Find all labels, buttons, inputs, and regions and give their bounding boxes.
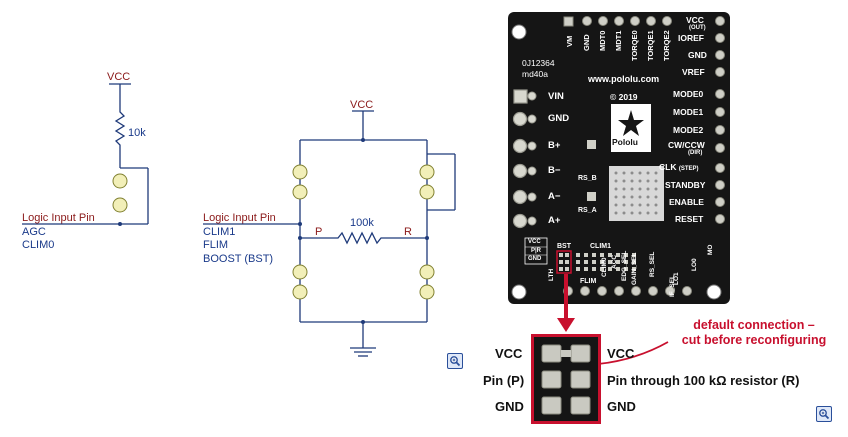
default-connection-note: default connection – cut before reconfig… xyxy=(666,318,842,348)
board-id: 0J12364 xyxy=(522,58,555,68)
pin-label-clim0: CLIM0 xyxy=(601,257,608,278)
pin-label-aplus: A+ xyxy=(548,215,561,226)
board-logo-text: Pololu xyxy=(612,137,638,147)
detail-right-gnd: GND xyxy=(607,399,636,414)
pin-label-bminus: B− xyxy=(548,165,561,176)
pin-label-cwccw: CW/CCW xyxy=(668,140,705,150)
legend-vcc: VCC xyxy=(528,239,541,245)
pin-label-acc: ACC xyxy=(611,254,618,269)
bridge-pin-flim: FLIM xyxy=(203,239,229,251)
label-clim1: CLIM1 xyxy=(590,243,611,250)
board-url: www.pololu.com xyxy=(588,74,660,84)
pin-label-ioref: IOREF xyxy=(678,33,704,43)
zoom-icon[interactable] xyxy=(447,353,463,369)
jumper-detail xyxy=(531,334,601,424)
pin-label-bplus: B+ xyxy=(548,140,561,151)
pin-label-mdt1: MDT1 xyxy=(614,30,623,51)
bridge-resistor-value: 100k xyxy=(350,217,374,229)
legend-pr: P|R xyxy=(531,248,542,254)
pullup-input-label: Logic Input Pin xyxy=(22,212,95,224)
pin-label-aminus: A− xyxy=(548,191,561,202)
note-line-2: cut before reconfiguring xyxy=(681,333,827,347)
zoom-icon[interactable] xyxy=(816,406,832,422)
bridge-node-r: R xyxy=(404,226,412,238)
pin-label-clk-sub: (STEP) xyxy=(678,166,699,172)
pin-label-vref: VREF xyxy=(682,67,705,77)
pin-label-gnd-top: GND xyxy=(582,34,591,51)
detail-left-gnd: GND xyxy=(495,399,524,414)
pin-label-vin: VIN xyxy=(548,91,564,102)
board-photo: 0J12364 md40a www.pololu.com © 2019 Polo… xyxy=(508,12,730,304)
pin-label-vm: VM xyxy=(565,35,574,47)
pin-label-clk: CLK (STEP) xyxy=(659,162,699,172)
legend-gnd: GND xyxy=(528,256,542,262)
pin-label-mode2: MODE2 xyxy=(673,125,704,135)
pin-label-gnd-right: GND xyxy=(688,50,707,60)
pin-label-vcc-out: VCC xyxy=(686,15,704,25)
pin-label-torqe2: TORQE2 xyxy=(662,30,671,61)
detail-left-vcc: VCC xyxy=(495,346,523,361)
bridge-pin-clim1: CLIM1 xyxy=(203,226,236,238)
pin-label-standby: STANDBY xyxy=(665,180,706,190)
board-year: © 2019 xyxy=(610,92,638,102)
bridge-jumper-pads xyxy=(292,164,435,300)
pin-label-cwccw-sub: (DIR) xyxy=(688,150,703,156)
pullup-resistor-value: 10k xyxy=(128,127,146,139)
pin-label-lo0: LO0 xyxy=(691,258,698,271)
pin-label-gnd-left: GND xyxy=(548,113,570,124)
pin-label-reset: RESET xyxy=(675,214,704,224)
pin-label-rs-sel: RS_SEL xyxy=(649,251,656,277)
pin-label-lth: LTH xyxy=(548,268,555,281)
board-artwork xyxy=(511,16,725,300)
board-rev: md40a xyxy=(522,69,548,79)
pin-label-gain-sel: GAIN_SEL xyxy=(631,252,638,285)
detail-right-pin: Pin through 100 kΩ resistor (R) xyxy=(607,373,800,388)
note-line-1: default connection – xyxy=(693,318,815,332)
bridge-pin-boost: BOOST (BST) xyxy=(203,253,274,265)
pin-label-mode0: MODE0 xyxy=(673,89,704,99)
detail-right-vcc: VCC xyxy=(607,346,635,361)
jumper-pads xyxy=(541,344,591,415)
pin-label-mo: MO xyxy=(707,244,714,255)
detail-left-pin: Pin (P) xyxy=(483,373,525,388)
label-bst: BST xyxy=(557,243,571,250)
pullup-pin-clim0: CLIM0 xyxy=(22,239,55,251)
label-rs-b: RS_B xyxy=(578,175,597,182)
bridge-input-label: Logic Input Pin xyxy=(203,212,276,224)
bridge-node-p: P xyxy=(315,226,323,238)
pullup-jumper-pads xyxy=(112,173,128,213)
pin-label-torqe1: TORQE1 xyxy=(646,30,655,61)
pin-label-mode1: MODE1 xyxy=(673,107,704,117)
pin-label-mdt0: MDT0 xyxy=(598,30,607,51)
bridge-vcc-label: VCC xyxy=(350,99,374,111)
pin-label-vcc-out-sub: (OUT) xyxy=(689,25,706,31)
pin-label-edg-sel: EDG_SEL xyxy=(621,250,628,281)
pullup-pin-agc: AGC xyxy=(22,226,46,238)
pullup-vcc-label: VCC xyxy=(107,71,131,83)
pin-label-torqe0: TORQE0 xyxy=(630,30,639,61)
pin-label-lo1: LO1 xyxy=(673,272,680,285)
label-rs-a: RS_A xyxy=(578,207,597,214)
pin-label-enable: ENABLE xyxy=(669,197,704,207)
pin-label-flim: FLIM xyxy=(580,278,597,285)
